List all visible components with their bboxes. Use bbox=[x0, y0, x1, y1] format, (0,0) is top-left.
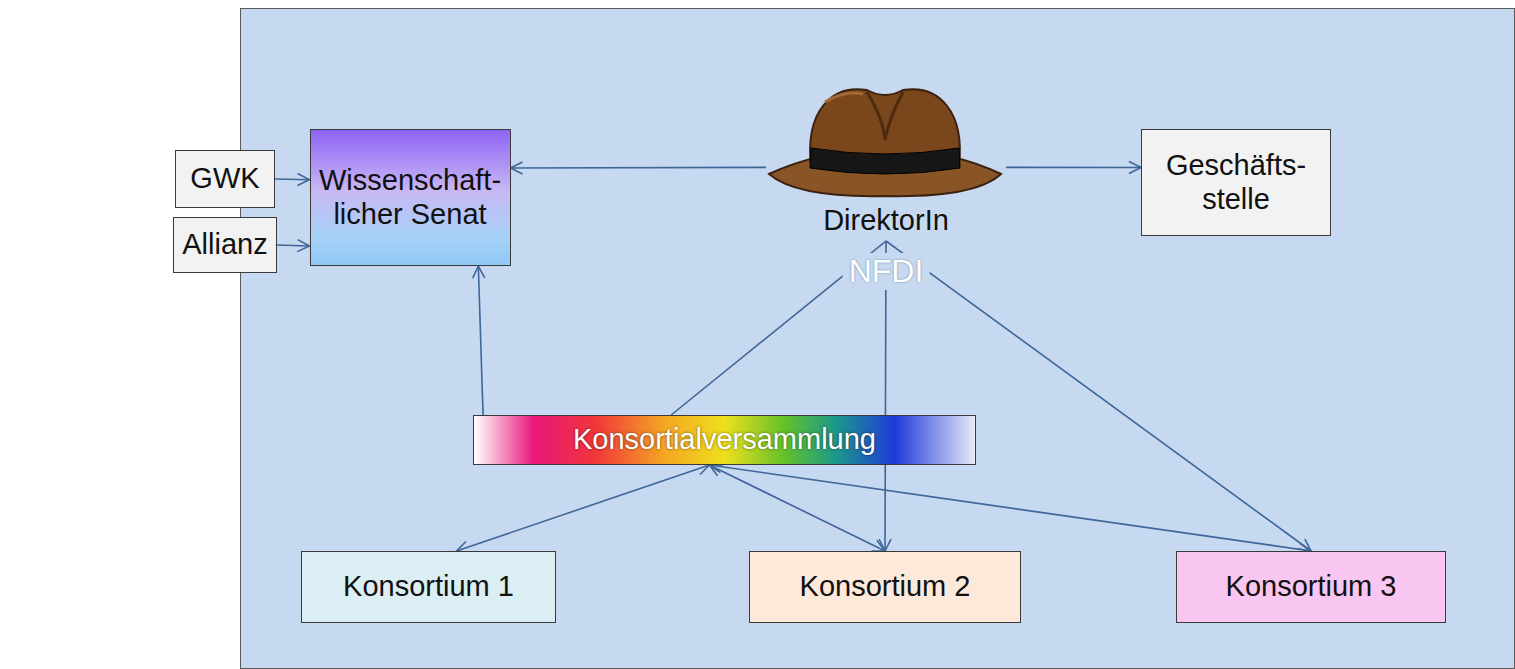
node-label: Konsortialversammlung bbox=[573, 423, 876, 456]
connector bbox=[885, 241, 886, 551]
node-label: Konsortium 2 bbox=[800, 570, 971, 603]
node-label: Allianz bbox=[182, 228, 267, 261]
node-label: Wissenschaft- licher Senat bbox=[317, 164, 504, 231]
assembly-band: Konsortialversammlung bbox=[473, 415, 976, 465]
connector bbox=[709, 465, 1311, 551]
connector bbox=[511, 167, 767, 169]
senate-box: Wissenschaft- licher Senat bbox=[310, 129, 511, 266]
hat-dent bbox=[867, 92, 903, 140]
hat-highlight bbox=[825, 93, 863, 102]
consortium-box: Konsortium 1 bbox=[301, 551, 556, 623]
external-box: GWK bbox=[175, 150, 275, 208]
hat-illustration bbox=[765, 78, 1005, 202]
connector bbox=[1006, 167, 1141, 169]
connector bbox=[886, 241, 1311, 551]
nfdi-panel: NFDI Wissenschaft- licher SenatDirektorIn… bbox=[240, 8, 1515, 669]
node-label: Konsortium 1 bbox=[343, 570, 514, 603]
connector bbox=[275, 178, 310, 180]
office-box: Geschäfts- stelle bbox=[1141, 129, 1331, 236]
connector bbox=[277, 244, 310, 247]
node-label: GWK bbox=[190, 162, 259, 195]
node-label: Konsortium 3 bbox=[1226, 570, 1397, 603]
node-label: DirektorIn bbox=[823, 204, 949, 237]
hat-band bbox=[810, 148, 960, 174]
connector bbox=[671, 241, 886, 415]
panel-label: NFDI bbox=[843, 253, 930, 290]
panel-label-holder: NFDI bbox=[843, 253, 930, 290]
consortium-box: Konsortium 3 bbox=[1176, 551, 1446, 623]
node-label: Geschäfts- stelle bbox=[1150, 149, 1322, 216]
connector bbox=[709, 465, 885, 551]
external-box: Allianz bbox=[173, 217, 277, 273]
connector bbox=[478, 266, 483, 415]
director-label: DirektorIn bbox=[766, 81, 1006, 241]
consortium-box: Konsortium 2 bbox=[749, 551, 1021, 623]
connector bbox=[457, 465, 710, 551]
